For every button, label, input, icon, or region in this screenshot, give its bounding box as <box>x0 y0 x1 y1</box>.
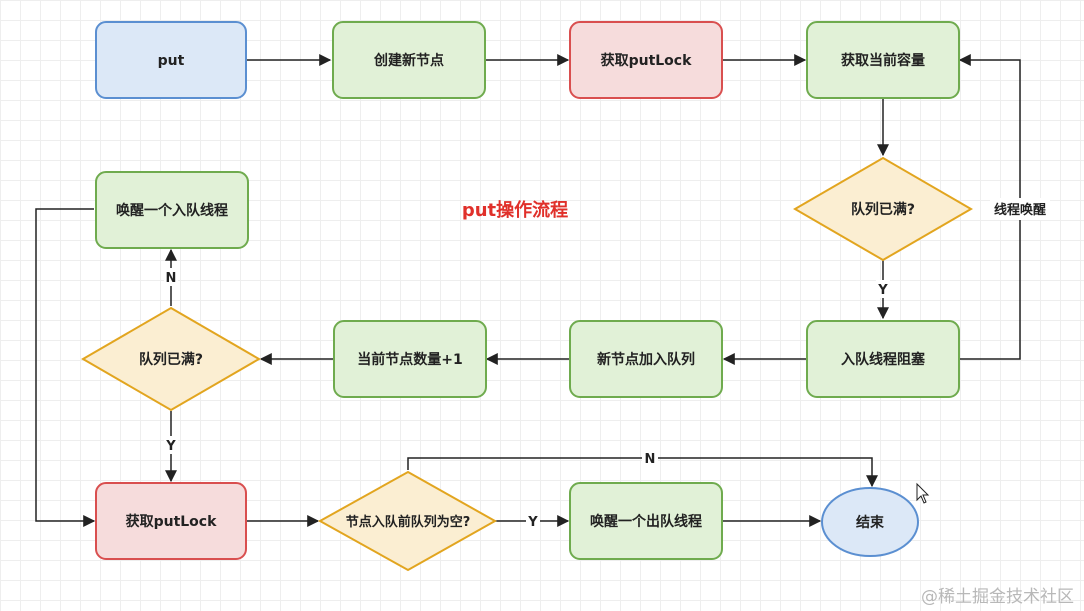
node-queue-empty-before-label: 节点入队前队列为空? <box>346 514 471 530</box>
node-queue-full-1 <box>793 156 973 262</box>
node-queue-full-2-label: 队列已满? <box>139 351 203 368</box>
node-end-label: 结束 <box>856 514 885 531</box>
node-wake-dequeue-label: 唤醒一个出队线程 <box>590 513 702 530</box>
edge-labels: 线程唤醒 Y N Y Y N <box>164 198 1050 530</box>
nodes: put 创建新节点 获取putLock 获取当前容量 队列已满? 唤醒一个入队线… <box>81 21 973 572</box>
node-get-capacity <box>806 21 960 99</box>
node-queue-full-1-label: 队列已满? <box>851 201 915 218</box>
node-get-putlock-2-label: 获取putLock <box>126 513 218 530</box>
node-enqueue-block <box>806 320 960 398</box>
edge-label-y-lock2: Y <box>165 439 176 454</box>
edge-label-thread-wake: 线程唤醒 <box>994 202 1046 218</box>
node-count-inc <box>333 320 487 398</box>
node-node-join-label: 新节点加入队列 <box>597 351 695 368</box>
watermark: @稀土掘金技术社区 <box>921 587 1074 607</box>
node-create-node-label: 创建新节点 <box>373 52 444 69</box>
edge-empty-to-end-no <box>407 457 878 488</box>
node-put <box>95 21 247 99</box>
node-wake-enqueue-label: 唤醒一个入队线程 <box>116 202 228 219</box>
node-get-putlock-1 <box>569 21 723 99</box>
node-end <box>821 487 919 557</box>
edges <box>35 54 1021 527</box>
mouse-cursor-icon <box>916 482 930 504</box>
node-enqueue-block-label: 入队线程阻塞 <box>841 351 926 368</box>
diagram-title: put操作流程 <box>462 199 568 221</box>
node-get-putlock-1-label: 获取putLock <box>601 52 693 69</box>
node-queue-full-2 <box>81 306 261 412</box>
node-get-putlock-2 <box>95 482 247 560</box>
node-create-node <box>332 21 486 99</box>
edge-label-y-block: Y <box>877 283 888 298</box>
node-node-join <box>569 320 723 398</box>
node-count-inc-label: 当前节点数量+1 <box>357 351 462 368</box>
edge-label-n-end: N <box>645 452 656 467</box>
edge-wake-enqueue-to-lock2 <box>35 208 96 527</box>
node-wake-enqueue <box>95 171 249 249</box>
edge-label-y-wake-dequeue: Y <box>527 515 538 530</box>
node-put-label: put <box>158 53 185 69</box>
node-get-capacity-label: 获取当前容量 <box>841 52 925 69</box>
node-wake-dequeue <box>569 482 723 560</box>
node-queue-empty-before <box>317 470 498 572</box>
edge-label-n-wake-enqueue: N <box>166 271 177 286</box>
